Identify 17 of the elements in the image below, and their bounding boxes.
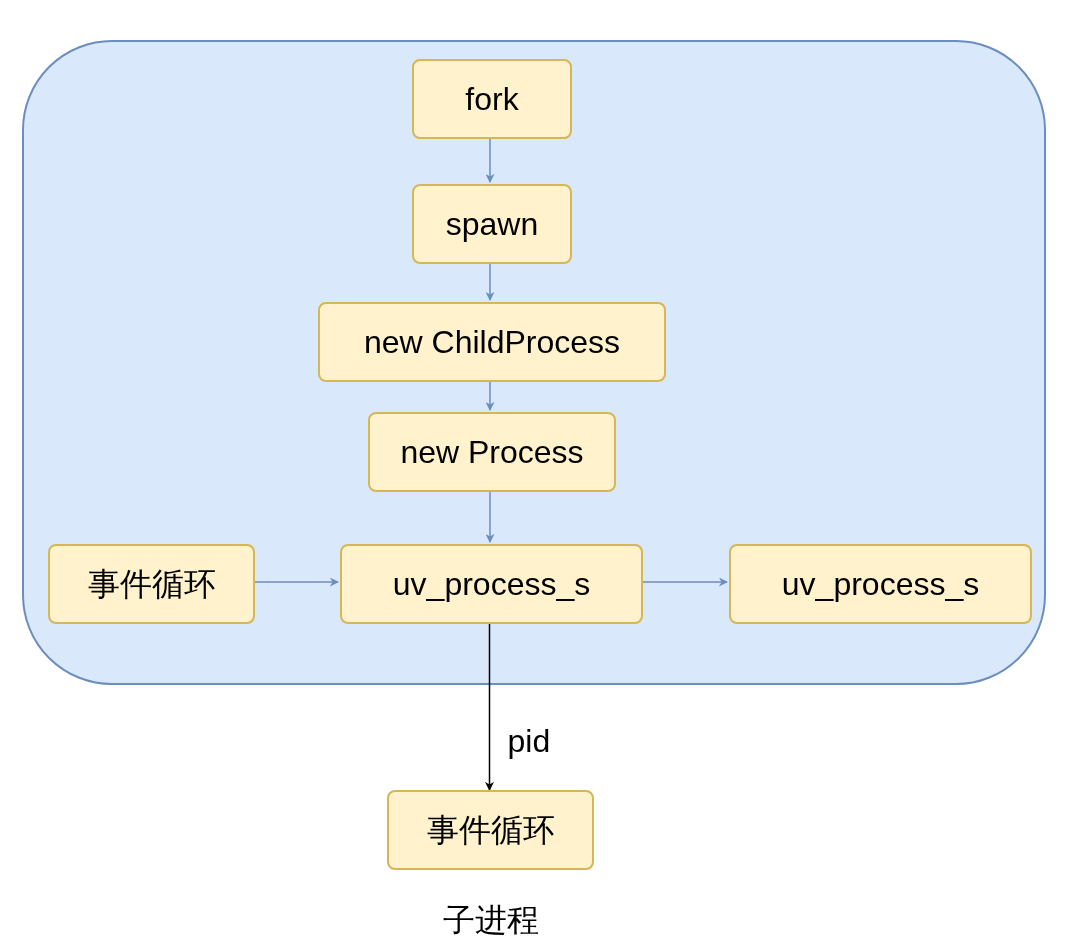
process-box: new Process (368, 412, 616, 492)
process-box: spawn (412, 184, 572, 264)
process-box: 事件循环 (387, 790, 594, 870)
arrow (485, 489, 495, 543)
process-box: 事件循环 (48, 544, 255, 624)
arrow (485, 621, 494, 791)
process-box: fork (412, 59, 572, 139)
group-container (22, 40, 1046, 685)
arrow (485, 379, 495, 411)
arrow (485, 136, 495, 183)
process-box: uv_process_s (729, 544, 1032, 624)
arrow (485, 261, 495, 301)
arrow (640, 577, 728, 587)
process-box: new ChildProcess (318, 302, 666, 382)
arrow (252, 577, 339, 587)
process-box: uv_process_s (340, 544, 643, 624)
node-caption: 子进程 (441, 901, 540, 940)
